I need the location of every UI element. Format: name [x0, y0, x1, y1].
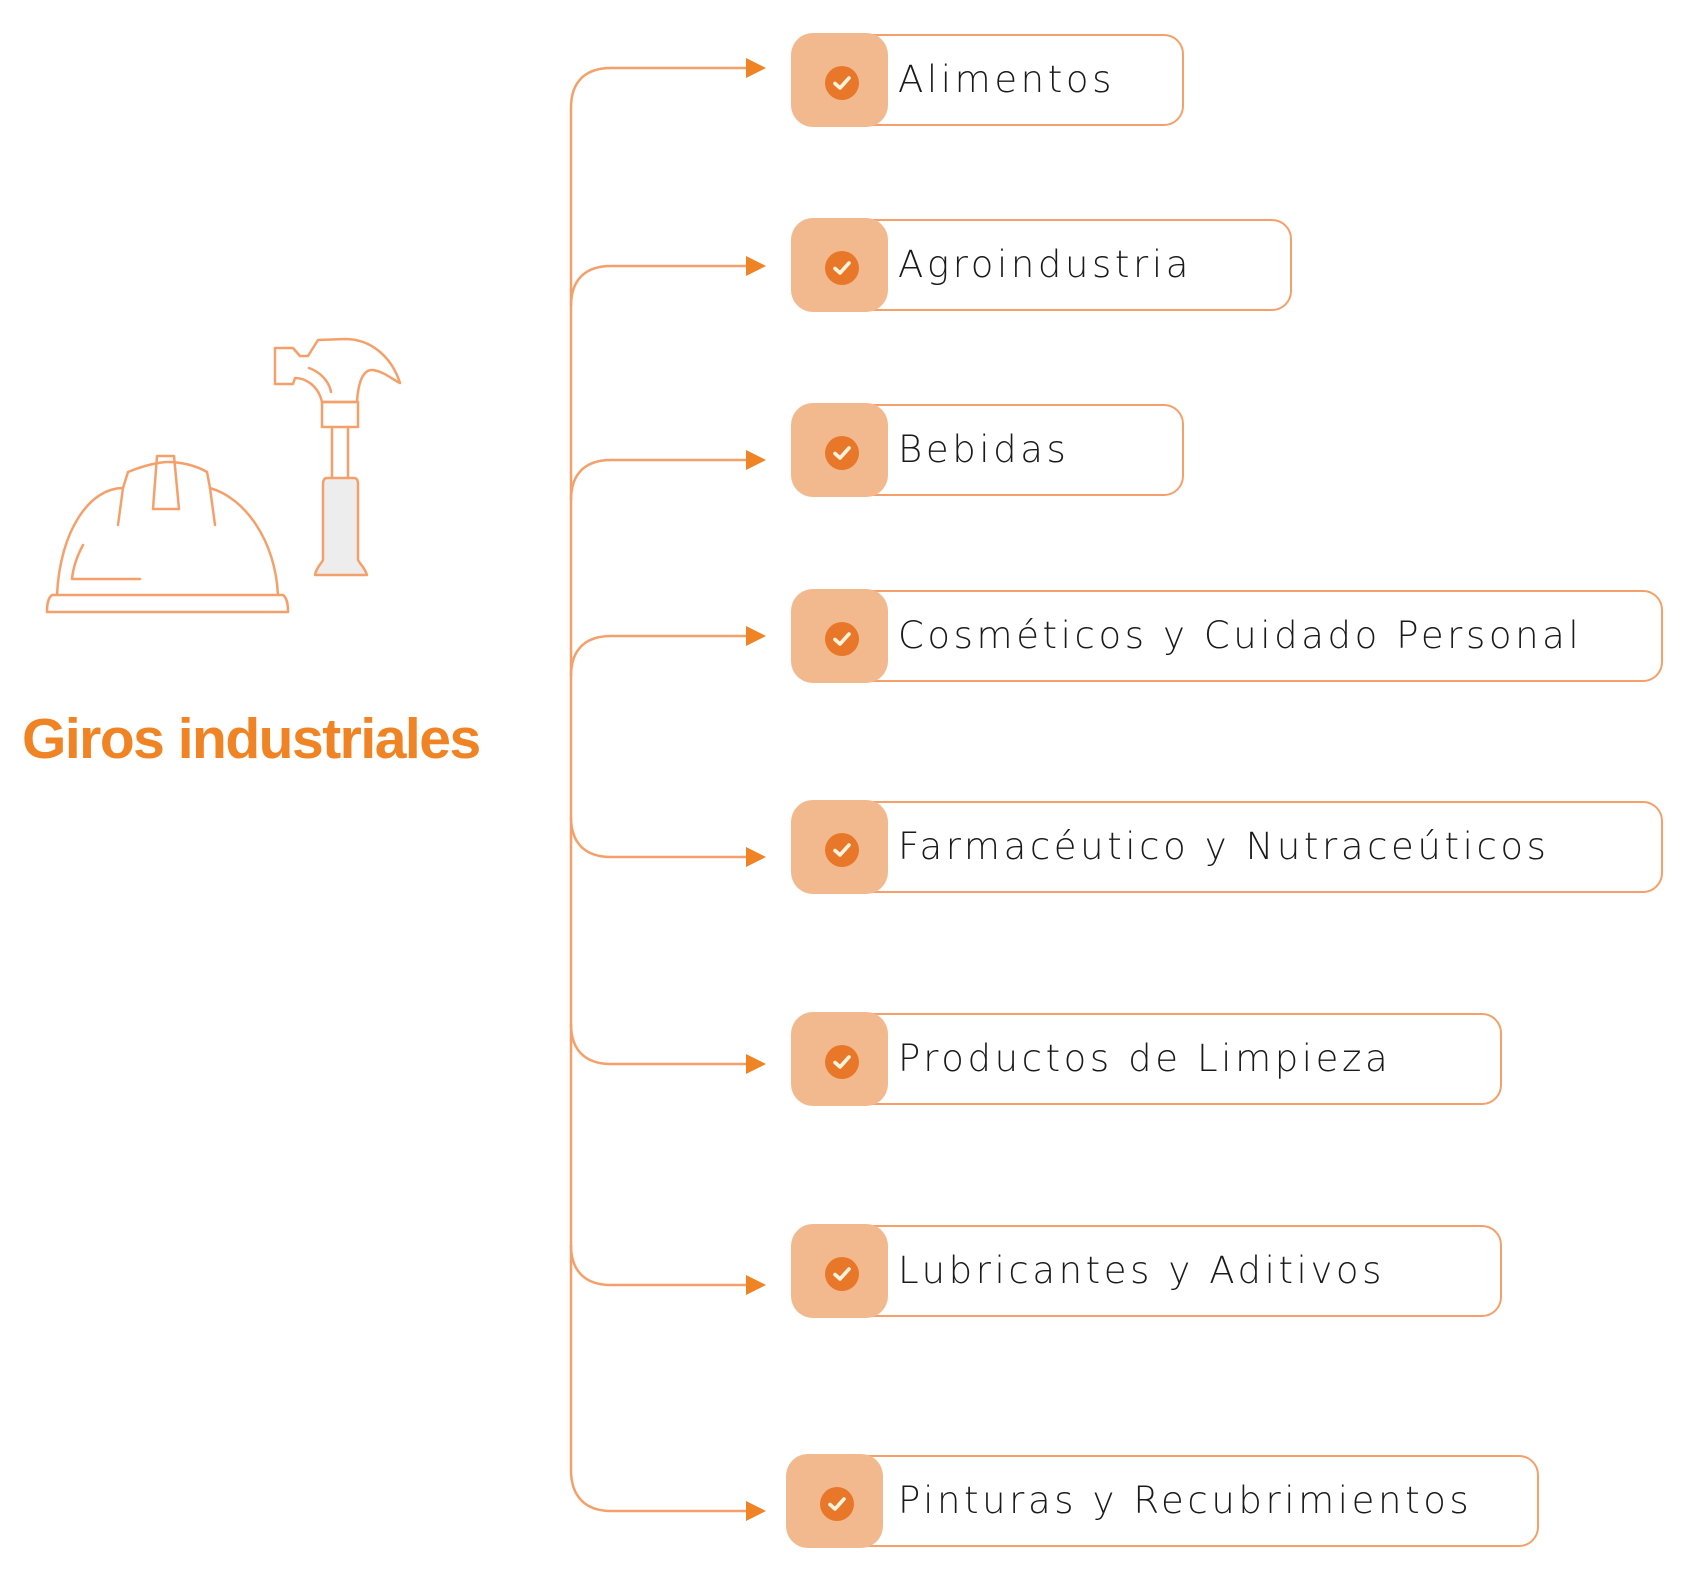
- list-item-bebidas: Bebidas: [791, 403, 1184, 497]
- item-label: Farmacéutico y Nutraceúticos: [898, 825, 1550, 868]
- item-label: Alimentos: [898, 58, 1115, 101]
- list-item-productos-limpieza: Productos de Limpieza: [791, 1012, 1502, 1106]
- list-item-farmaceutico: Farmacéutico y Nutraceúticos: [791, 800, 1663, 894]
- arrowheads: [746, 58, 766, 1521]
- list-item-cosmeticos: Cosméticos y Cuidado Personal: [791, 589, 1663, 683]
- list-item-pinturas: Pinturas y Recubrimientos: [786, 1454, 1539, 1548]
- list-item-agroindustria: Agroindustria: [791, 218, 1292, 312]
- check-circle-icon: [820, 1487, 854, 1521]
- connector-lines: [569, 66, 750, 1513]
- hammer-icon: [273, 337, 402, 577]
- check-circle-icon: [825, 436, 859, 470]
- item-label: Pinturas y Recubrimientos: [898, 1479, 1473, 1522]
- page-title: Giros industriales: [22, 707, 481, 771]
- check-circle-icon: [825, 833, 859, 867]
- list-item-lubricantes: Lubricantes y Aditivos: [791, 1224, 1502, 1318]
- check-circle-icon: [825, 66, 859, 100]
- item-label: Productos de Limpieza: [898, 1037, 1392, 1080]
- item-label: Lubricantes y Aditivos: [898, 1249, 1386, 1292]
- check-circle-icon: [825, 1045, 859, 1079]
- item-label: Cosméticos y Cuidado Personal: [898, 614, 1583, 657]
- check-circle-icon: [825, 251, 859, 285]
- item-label: Agroindustria: [898, 243, 1192, 286]
- hard-hat-icon: [45, 454, 290, 614]
- check-circle-icon: [825, 622, 859, 656]
- item-label: Bebidas: [898, 428, 1070, 471]
- check-circle-icon: [825, 1257, 859, 1291]
- list-item-alimentos: Alimentos: [791, 33, 1184, 127]
